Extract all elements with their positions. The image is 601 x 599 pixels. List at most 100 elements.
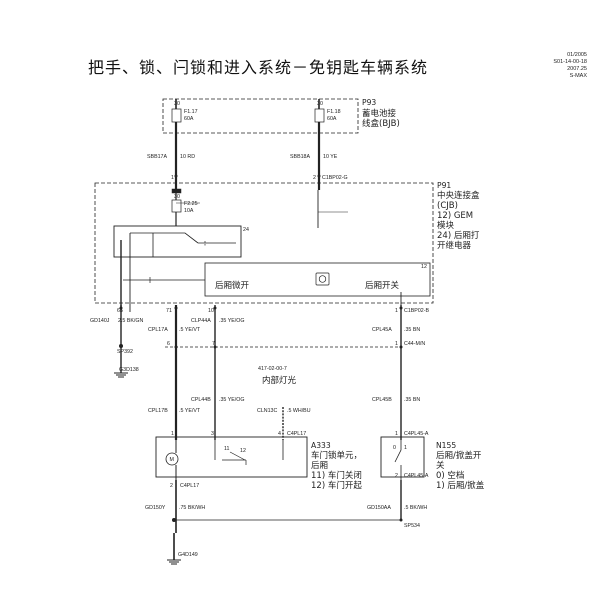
out-pin-65: 65 — [117, 308, 123, 314]
a333-line1: 车门锁单元， — [311, 450, 362, 461]
switch-open-label: 后厢开关 — [365, 280, 400, 291]
bjb-fuse-1 — [171, 108, 182, 123]
wire-cln13c-spec: .5 WH/BU — [287, 408, 311, 414]
n155-line3: 0) 空档 — [436, 470, 464, 481]
motor-letter: M — [170, 457, 174, 463]
bjb-name-line1: 蓄电池接 — [362, 108, 397, 119]
switch-ajar-label: 后厢微开 — [215, 280, 250, 291]
splice-sp392 — [119, 344, 123, 348]
n155-ref0: 0 — [393, 445, 396, 451]
a333-line4: 12) 车门开起 — [311, 480, 362, 491]
c44-connector: C44-M/N — [404, 341, 425, 347]
gem-chip-icon — [315, 272, 330, 286]
relay-box — [113, 225, 242, 258]
out-pin-71: 71 — [166, 308, 172, 314]
n155-connector-bottom: C4PL45-A — [404, 473, 429, 479]
gem-ref: 12 — [421, 264, 427, 270]
bjb-box — [162, 98, 359, 134]
wire-clp44a-circuit: CLP44A — [191, 318, 211, 324]
a333-pin4: 4 — [278, 431, 281, 437]
interior-label: 内部灯光 — [262, 375, 297, 386]
cjb-line3: 12) GEM — [437, 211, 473, 221]
wire-cpl45a-circuit: CPL45A — [372, 327, 392, 333]
cjb-name-line2: (CJB) — [437, 201, 458, 211]
cjb-id: P91 — [437, 181, 451, 190]
a333-box — [155, 436, 308, 478]
a333-connector: C4PL17 — [287, 431, 306, 437]
interior-ref: 417-02-00-7 — [258, 366, 287, 372]
bjb-fuse1-rating: 60A — [184, 116, 194, 122]
c44-pin6: 6 — [167, 341, 170, 347]
bjb-fuse1-pin: 30 — [174, 101, 180, 107]
bjb-fuse2-pin: 30 — [317, 101, 323, 107]
bjb-id: P93 — [362, 98, 376, 107]
gem-module-box — [204, 262, 431, 297]
c44-pin7: 7 — [212, 341, 215, 347]
a333-ref12: 12 — [240, 448, 246, 454]
bjb-fuse1-id: F1.17 — [184, 109, 198, 115]
cjb-name-line1: 中央连接盒 — [437, 190, 480, 201]
a333-line2: 后厢 — [311, 460, 329, 471]
n155-connector: C4PL45-A — [404, 431, 429, 437]
out-pin-10: 10 — [208, 308, 214, 314]
meta-date: 01/2005 — [567, 52, 587, 58]
n155-pin2: 2 — [395, 473, 398, 479]
cjb-fuse-body — [171, 199, 182, 213]
n155-line1: 后厢/掀盖开 — [436, 450, 482, 461]
ground2-label: G4D149 — [178, 552, 198, 558]
wire-clp44a-spec: .35 YE/OG — [219, 318, 245, 324]
wire-sbb17a-circuit: SBB17A — [147, 154, 167, 160]
a333-id: A333 — [311, 441, 331, 450]
bjb-fuse2-id: F1.18 — [327, 109, 341, 115]
ground1-label: G3D138 — [119, 367, 139, 373]
out-connector: C1BP02-B — [404, 308, 429, 314]
page-title: 把手、锁、闩锁和进入系统－免钥匙车辆系统 — [88, 58, 429, 77]
ground-symbol-1 — [114, 372, 128, 378]
bjb-fuse2-rating: 60A — [327, 116, 337, 122]
c44-pin1: 1 — [395, 341, 398, 347]
wire-cpl44b-circuit: CPL44B — [191, 397, 211, 403]
n155-box — [380, 436, 425, 478]
wire-cpl17b-spec: .5 YE/VT — [179, 408, 201, 414]
cjb-pin2: 2 — [313, 175, 316, 181]
wire-cln13c-circuit: CLN13C — [257, 408, 277, 414]
wire-sbb18a-spec: 10 YE — [323, 154, 338, 160]
bjb-name-line2: 线盒(BJB) — [362, 118, 400, 129]
wire-gd140j-spec: 2.5 BK/GN — [118, 318, 143, 324]
splice1-label: SP392 — [117, 349, 133, 355]
a333-ref11: 11 — [224, 446, 230, 452]
meta-version: 2007.25 — [567, 66, 587, 72]
cjb-fuse-pin: 30 — [174, 194, 180, 200]
cjb-box — [94, 182, 434, 304]
splice-sp534 — [172, 518, 176, 522]
bjb-fuse-2 — [314, 108, 325, 123]
cjb-line6: 开继电器 — [437, 240, 472, 251]
splice2-label: SP534 — [404, 523, 420, 529]
wire-gd150aa-circuit: GD150AA — [367, 505, 391, 511]
n155-pin1: 1 — [395, 431, 398, 437]
wire-cpl17b-circuit: CPL17B — [148, 408, 168, 414]
wire-gd150y-circuit: GD150Y — [145, 505, 166, 511]
wire-cpl45b-spec: .35 BN — [404, 397, 420, 403]
document-meta: 01/2005 S01-14-00-18 2007.25 S-MAX — [553, 52, 587, 80]
a333-line3: 11) 车门关闭 — [311, 470, 362, 481]
a333-pin2: 2 — [170, 483, 173, 489]
cjb-line5: 24) 后厢打 — [437, 230, 480, 241]
a333-connector-bottom: C4PL17 — [180, 483, 199, 489]
wire-cpl45b-circuit: CPL45B — [372, 397, 392, 403]
cjb-connector: C1BP02-G — [322, 175, 348, 181]
wire-cpl17a-spec: .5 YE/VT — [179, 327, 201, 333]
out-pin-1: 1 — [395, 308, 398, 314]
wire-cpl45a-spec: .35 BN — [404, 327, 420, 333]
relay-ref: 24 — [243, 227, 249, 233]
a333-pin3: 3 — [211, 431, 214, 437]
meta-code: S01-14-00-18 — [553, 59, 587, 65]
wire-gd150aa-spec: .5 BK/WH — [404, 505, 427, 511]
wire-cpl44b-spec: .35 YE/OG — [219, 397, 245, 403]
cjb-fuse-rating: 10A — [184, 208, 194, 214]
n155-id: N155 — [436, 441, 456, 450]
cjb-fuse-id: F2.25 — [184, 201, 198, 207]
meta-model: S-MAX — [569, 73, 587, 79]
n155-line4: 1) 后厢/掀盖 — [436, 480, 485, 491]
